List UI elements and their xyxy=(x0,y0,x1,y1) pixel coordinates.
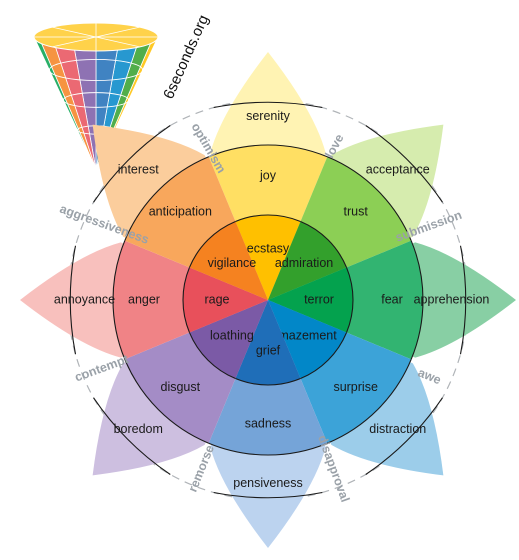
petal-inner-disgust xyxy=(189,300,268,379)
petals: ecstasy joy serenity admiration trust accepta… xyxy=(20,52,516,548)
ring-separator xyxy=(188,220,236,268)
petal-inner-surprise xyxy=(268,300,347,379)
ring-separator xyxy=(300,332,348,380)
ring-separator xyxy=(365,125,443,203)
ring-separator xyxy=(213,491,323,499)
ring-separator xyxy=(459,245,467,355)
petal-inner-anger xyxy=(183,267,268,333)
petal-disgust: loathing disgust boredom xyxy=(92,300,269,476)
ring-separator xyxy=(235,214,301,222)
emotion-label-boredom: boredom xyxy=(114,422,163,436)
ring-separator xyxy=(327,156,412,241)
emotion-label-sadness: sadness xyxy=(245,416,292,430)
emotion-label-disgust: disgust xyxy=(161,380,201,394)
petal-sadness: grief sadness pensiveness xyxy=(208,300,328,548)
petal-inner-fear xyxy=(268,267,354,333)
cone-top-divider xyxy=(52,36,97,48)
ring-separator xyxy=(93,397,171,475)
petal-surprise: amazement surprise distraction xyxy=(268,300,444,476)
ring-separator xyxy=(235,378,301,386)
petal-inner-trust xyxy=(268,221,347,300)
petal-fear: terror fear apprehension xyxy=(268,240,516,360)
ring-separator xyxy=(69,245,77,355)
petal-joy: ecstasy joy serenity xyxy=(208,52,328,300)
ring-separator xyxy=(112,240,126,360)
emotion-label-annoyance: annoyance xyxy=(54,292,115,306)
ring-separator xyxy=(208,442,328,456)
ring-separator xyxy=(93,125,171,203)
emotion-label-vigilance: vigilance xyxy=(208,256,257,270)
emotion-label-grief: grief xyxy=(256,343,281,357)
emotion-label-interest: interest xyxy=(118,163,160,177)
emotion-label-anticipation: anticipation xyxy=(149,205,212,219)
emotion-label-pensiveness: pensiveness xyxy=(233,476,303,490)
cone-ring xyxy=(62,92,130,108)
emotion-label-serenity: serenity xyxy=(246,109,291,123)
petal-anticipation: vigilance anticipation interest xyxy=(92,124,269,301)
ring-separator xyxy=(346,267,354,333)
ring-separator xyxy=(208,144,328,158)
emotion-label-admiration: admiration xyxy=(275,256,333,270)
petal-trust: admiration trust acceptance xyxy=(268,124,444,301)
ring-separator xyxy=(410,240,424,360)
ring-separator xyxy=(327,359,412,444)
emotion-label-trust: trust xyxy=(344,205,369,219)
brand-label: 6seconds.org xyxy=(160,12,212,101)
emotion-label-acceptance: acceptance xyxy=(366,163,430,177)
emotion-label-distraction: distraction xyxy=(369,422,426,436)
cone-top-divider xyxy=(95,36,140,48)
emotion-label-ecstasy: ecstasy xyxy=(247,241,290,255)
emotion-label-anger: anger xyxy=(128,292,160,306)
ring-separator xyxy=(213,101,323,109)
emotion-label-apprehension: apprehension xyxy=(414,292,490,306)
petal-anger: rage anger annoyance xyxy=(20,240,269,360)
ring-separator xyxy=(182,267,190,333)
cone-top-divider xyxy=(52,26,97,38)
emotion-label-fear: fear xyxy=(381,292,403,306)
ring-separator xyxy=(188,332,236,380)
emotion-label-surprise: surprise xyxy=(333,380,378,394)
cone-top-divider xyxy=(95,26,140,38)
emotion-label-rage: rage xyxy=(204,292,229,306)
cone-ring xyxy=(48,59,144,81)
petal-inner-joy xyxy=(235,215,301,300)
emotion-label-joy: joy xyxy=(259,168,277,182)
ring-separator xyxy=(124,359,209,444)
petal-inner-anticipation xyxy=(189,221,268,300)
ring-separator xyxy=(365,397,443,475)
emotion-label-terror: terror xyxy=(304,292,334,306)
emotion-label-loathing: loathing xyxy=(210,328,254,342)
emotion-label-amazement: amazement xyxy=(271,328,337,342)
petal-inner-sadness xyxy=(235,300,301,385)
ring-separator xyxy=(124,156,209,241)
ring-separator xyxy=(300,220,348,268)
